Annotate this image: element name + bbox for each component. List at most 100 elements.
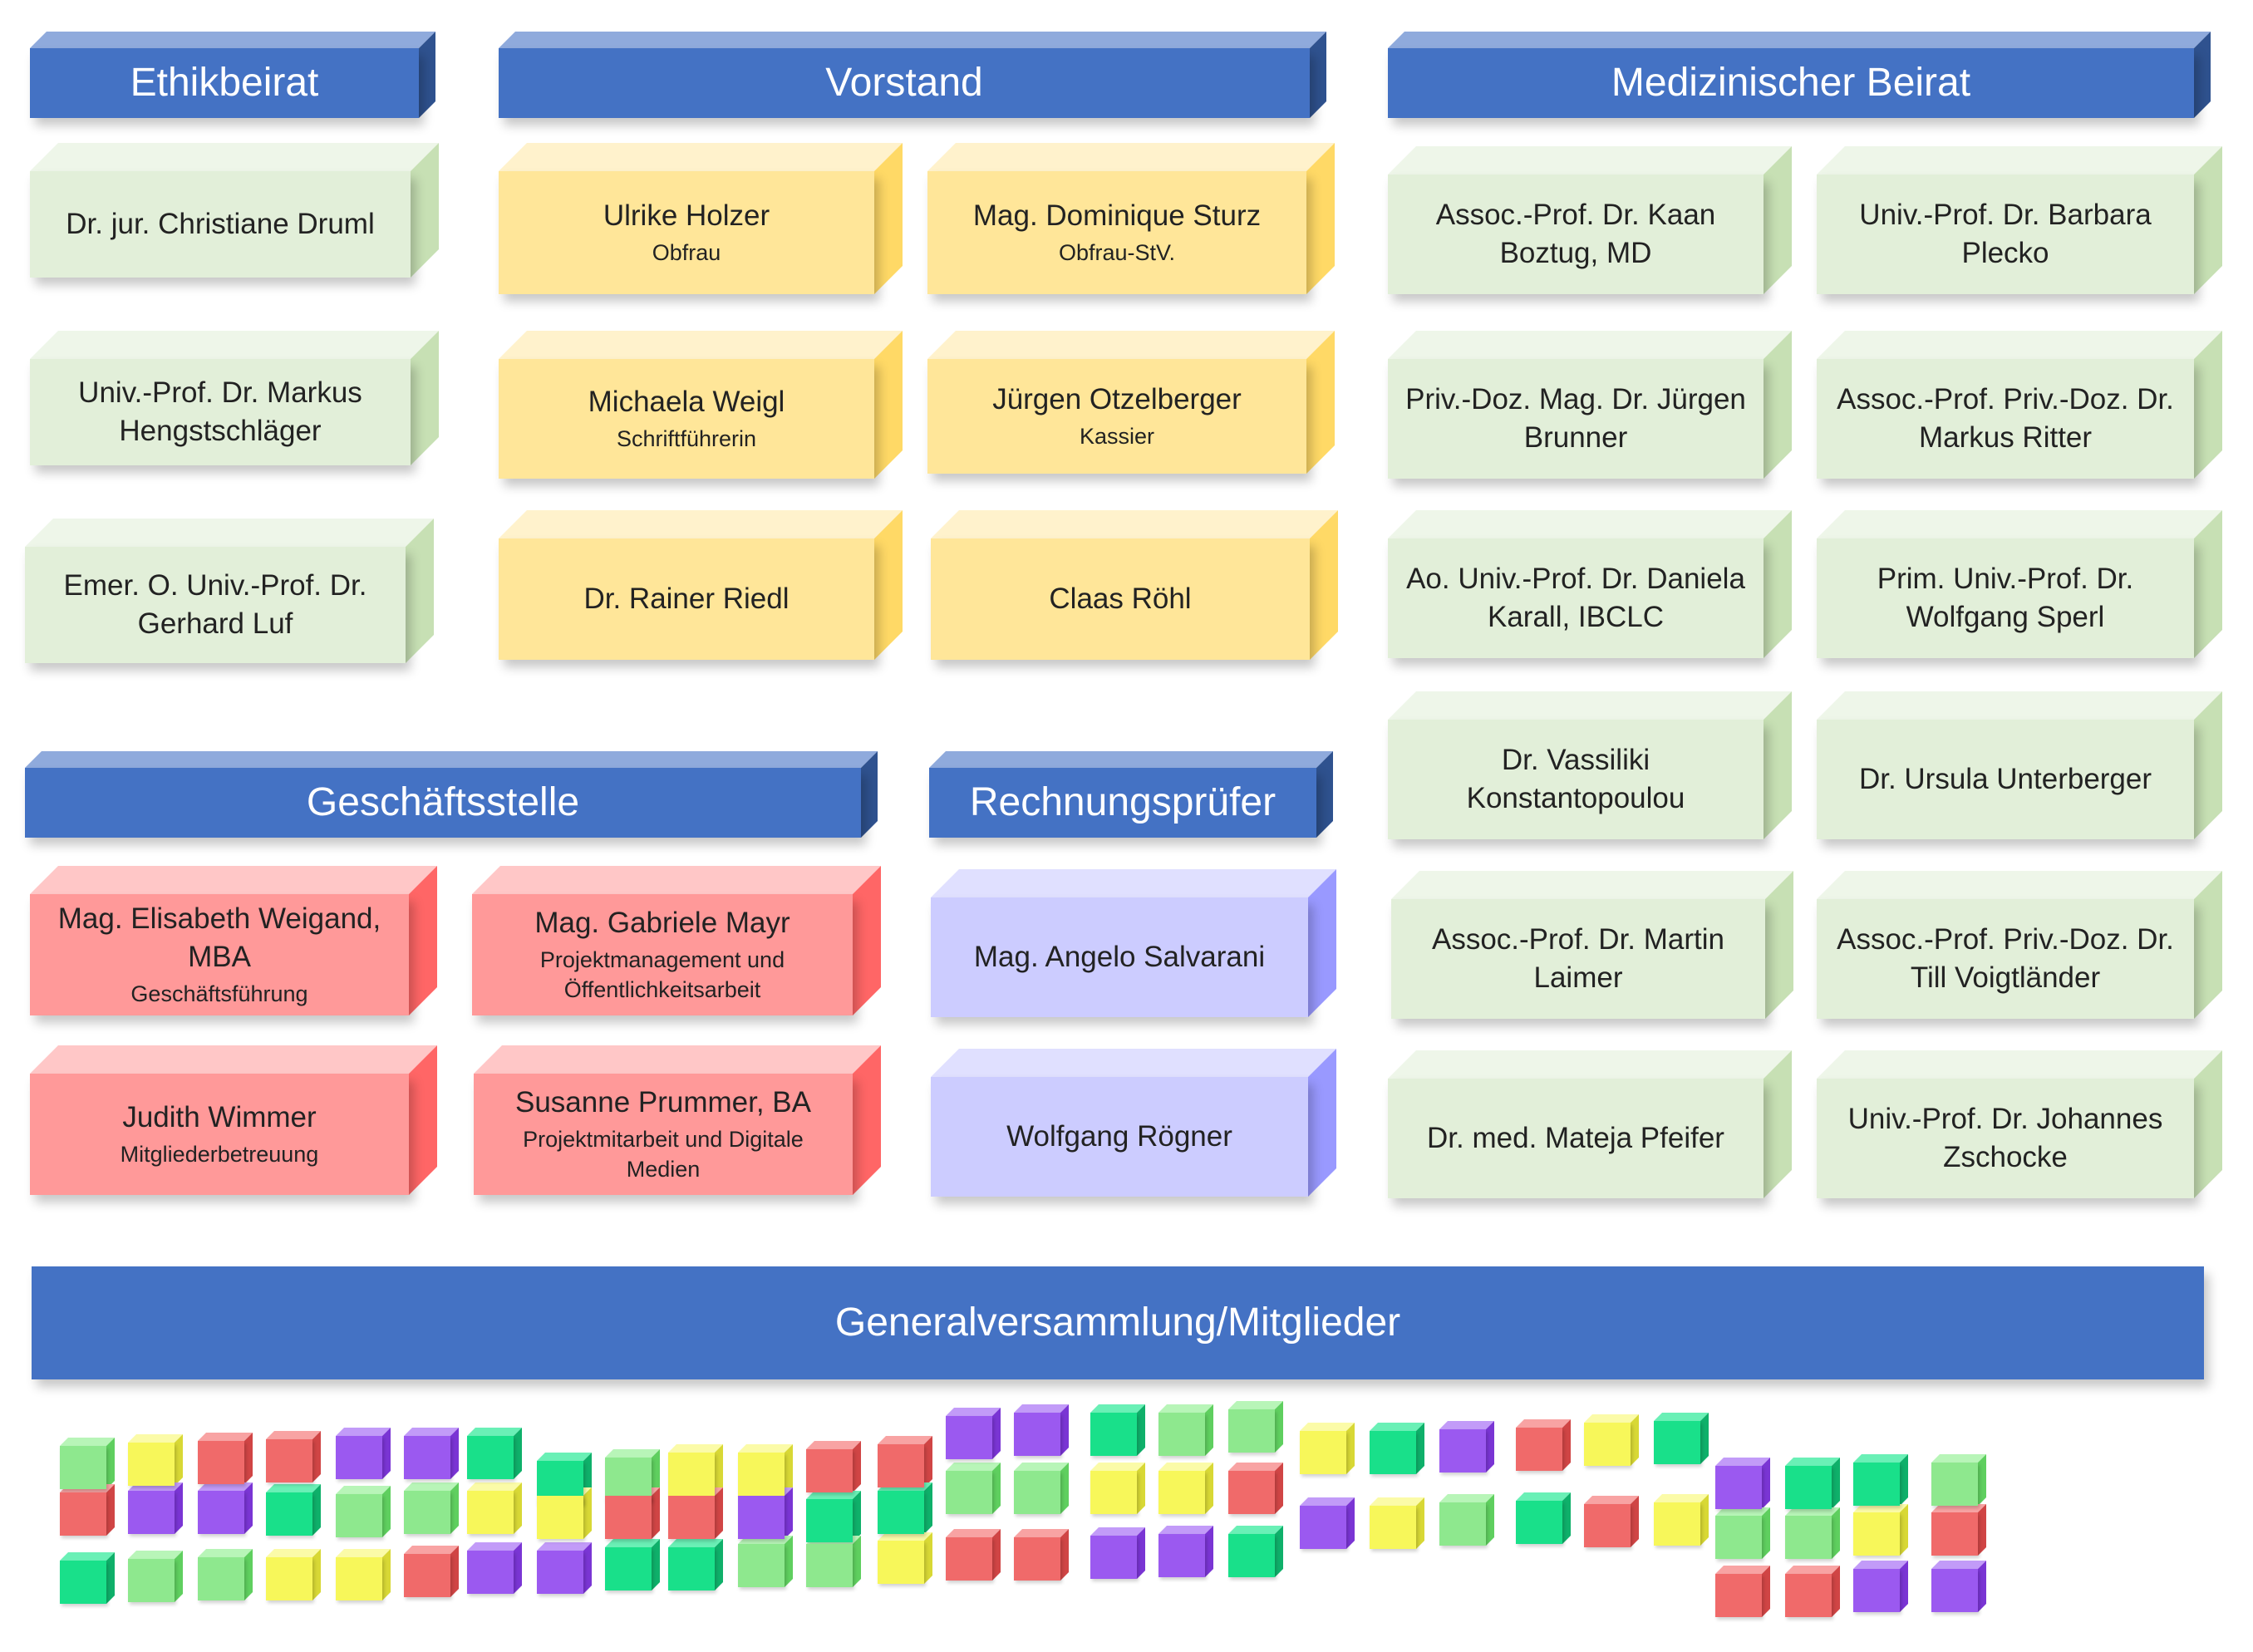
member-cube — [1931, 1504, 1986, 1556]
member-cube — [946, 1529, 1001, 1581]
member-cube — [1300, 1497, 1355, 1549]
member-cube — [1090, 1404, 1145, 1456]
member-cube — [1228, 1401, 1283, 1453]
member-cube — [128, 1434, 183, 1486]
member-box-medizin-2: Univ.-Prof. Dr. Barbara Plecko — [1817, 146, 2222, 294]
header-geschaeftsstelle-label: Geschäftsstelle — [25, 768, 861, 838]
member-box-pruefer-1: Mag. Angelo Salvarani — [931, 869, 1336, 1017]
member-cube — [605, 1539, 660, 1591]
member-cube — [806, 1441, 861, 1492]
member-role: Schriftführerin — [616, 426, 757, 452]
member-cube — [668, 1444, 723, 1496]
member-box-pruefer-2: Wolfgang Rögner — [931, 1049, 1336, 1197]
member-box-medizin-10: Assoc.-Prof. Priv.-Doz. Dr. Till Voigtlä… — [1817, 871, 2222, 1019]
member-cube — [1853, 1504, 1908, 1556]
member-cube — [198, 1482, 253, 1534]
member-cube — [668, 1539, 723, 1591]
member-cube — [668, 1487, 723, 1539]
member-role: Mitgliederbetreuung — [120, 1142, 319, 1168]
member-name: Dr. jur. Christiane Druml — [66, 207, 375, 240]
header-vorstand: Vorstand — [499, 32, 1326, 118]
header-ethikbeirat: Ethikbeirat — [30, 32, 435, 118]
member-name: Assoc.-Prof. Priv.-Doz. Dr. Markus Ritte… — [1837, 382, 2174, 454]
member-cube — [878, 1436, 932, 1487]
member-cube — [1516, 1492, 1571, 1544]
member-cube — [198, 1433, 253, 1484]
member-name: Ulrike Holzer — [603, 199, 770, 233]
member-name: Univ.-Prof. Dr. Johannes Zschocke — [1847, 1102, 2163, 1173]
member-cube — [1014, 1463, 1069, 1514]
member-cube — [404, 1482, 459, 1534]
member-cube — [128, 1482, 183, 1534]
member-cube — [738, 1536, 793, 1587]
member-cube — [1228, 1463, 1283, 1514]
member-cube — [1090, 1527, 1145, 1579]
member-name: Assoc.-Prof. Priv.-Doz. Dr. Till Voigtlä… — [1837, 922, 2174, 994]
member-cube — [1516, 1419, 1571, 1471]
member-name: Mag. Angelo Salvarani — [973, 940, 1266, 973]
member-name: Judith Wimmer — [122, 1101, 317, 1134]
member-role: Obfrau-StV. — [1058, 240, 1176, 266]
member-cube — [1439, 1421, 1494, 1473]
member-cube — [878, 1482, 932, 1534]
header-ethikbeirat-label: Ethikbeirat — [30, 48, 419, 118]
member-box-vorstand-6: Claas Röhl — [931, 510, 1338, 660]
member-role: Kassier — [1079, 424, 1155, 450]
member-cube — [878, 1532, 932, 1584]
member-cube — [1014, 1404, 1069, 1456]
member-cube — [1158, 1526, 1213, 1577]
member-cube — [806, 1536, 861, 1587]
member-box-medizin-6: Prim. Univ.-Prof. Dr. Wolfgang Sperl — [1817, 510, 2222, 658]
member-cube — [1931, 1454, 1986, 1506]
member-box-medizin-12: Univ.-Prof. Dr. Johannes Zschocke — [1817, 1050, 2222, 1198]
member-cube — [1014, 1529, 1069, 1581]
member-box-ethik-3: Emer. O. Univ.-Prof. Dr. Gerhard Luf — [25, 519, 434, 663]
member-cube — [1158, 1463, 1213, 1514]
member-box-medizin-8: Dr. Ursula Unterberger — [1817, 691, 2222, 839]
member-cube — [1931, 1561, 1986, 1612]
member-cube — [738, 1487, 793, 1539]
header-vorstand-label: Vorstand — [499, 48, 1310, 118]
member-cube — [738, 1444, 793, 1496]
header-medizinischer-beirat-label: Medizinischer Beirat — [1388, 48, 2194, 118]
member-cube — [1785, 1458, 1840, 1509]
member-cube — [1370, 1497, 1424, 1549]
member-box-ethik-1: Dr. jur. Christiane Druml — [30, 143, 439, 278]
member-role: Projektmitarbeit und Digitale Medien — [523, 1127, 804, 1182]
member-cube — [404, 1546, 459, 1597]
header-generalversammlung-label: Generalversammlung/Mitglieder — [32, 1266, 2204, 1379]
member-cube — [128, 1551, 183, 1602]
member-name: Claas Röhl — [1049, 582, 1192, 615]
member-name: Univ.-Prof. Dr. Markus Hengstschläger — [78, 376, 362, 447]
header-rechnungspruefer: Rechnungsprüfer — [929, 751, 1333, 838]
member-name: Ao. Univ.-Prof. Dr. Daniela Karall, IBCL… — [1406, 562, 1745, 633]
member-name: Univ.-Prof. Dr. Barbara Plecko — [1859, 198, 2152, 269]
member-cube — [1853, 1454, 1908, 1506]
member-cube — [1158, 1404, 1213, 1456]
member-box-vorstand-5: Dr. Rainer Riedl — [499, 510, 903, 660]
member-cube — [806, 1491, 861, 1542]
member-cube — [605, 1487, 660, 1539]
member-cube — [266, 1431, 321, 1482]
member-name: Mag. Elisabeth Weigand, MBA — [57, 902, 381, 974]
member-cube — [467, 1428, 522, 1479]
member-cube — [1228, 1526, 1283, 1577]
member-cube — [1654, 1413, 1709, 1464]
member-cube — [60, 1484, 115, 1536]
member-cube — [336, 1428, 391, 1479]
member-cube — [1853, 1561, 1908, 1612]
member-cube — [1654, 1494, 1709, 1546]
member-name: Emer. O. Univ.-Prof. Dr. Gerhard Luf — [63, 568, 367, 640]
header-generalversammlung: Generalversammlung/Mitglieder — [32, 1266, 2204, 1379]
member-name: Michaela Weigl — [588, 386, 785, 419]
member-box-ethik-2: Univ.-Prof. Dr. Markus Hengstschläger — [30, 331, 439, 465]
member-cube — [1715, 1507, 1770, 1559]
member-role: Obfrau — [652, 240, 721, 266]
member-name: Mag. Dominique Sturz — [972, 199, 1262, 233]
member-cube — [266, 1549, 321, 1600]
